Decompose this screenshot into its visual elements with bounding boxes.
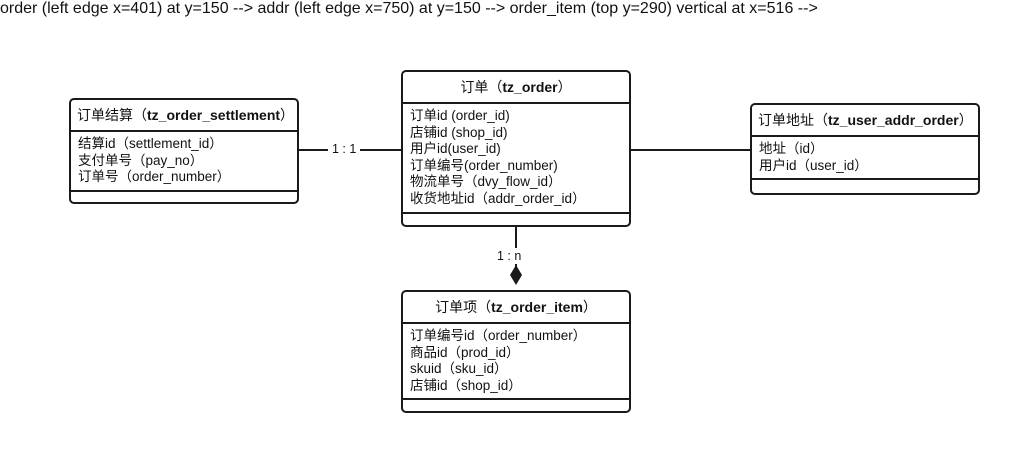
paren-open: （ [814,112,828,128]
entity-tz-order-settlement[interactable]: 订单结算（tz_order_settlement） 结算id（settlemen… [69,98,299,204]
entity-attributes-tz-order-settlement: 结算id（settlement_id） 支付单号（pay_no） 订单号（ord… [71,132,297,192]
paren-open: （ [488,79,503,95]
entity-table-name: tz_user_addr_order [828,112,959,128]
attribute-row: 订单编号(order_number) [410,157,558,173]
entity-name-cn: 订单 [460,79,489,95]
entity-tz-user-addr-order[interactable]: 订单地址（tz_user_addr_order） 地址（id） 用户id（use… [750,103,980,195]
paren-close: ） [557,79,572,95]
attribute-row: 支付单号（pay_no） [78,152,204,168]
attribute-row: 店铺id（shop_id） [410,377,522,393]
attribute-row: 店铺id (shop_id) [410,124,508,140]
connector-order-addr [631,149,751,151]
entity-name-cn: 订单地址 [758,112,814,128]
paren-open: （ [133,107,147,123]
attribute-row: 用户id(user_id) [410,141,501,157]
entity-header-tz-user-addr-order: 订单地址（tz_user_addr_order） [752,105,978,137]
attribute-row: 结算id（settlement_id） [78,136,223,151]
attribute-row: 收货地址id（addr_order_id） [410,190,586,206]
entity-table-name: tz_order_item [491,299,583,315]
entity-table-name: tz_order [502,79,558,95]
attribute-row: 订单id (order_id) [410,108,510,123]
entity-name-cn: 订单结算 [77,107,133,123]
entity-attributes-tz-order: 订单id (order_id) 店铺id (shop_id) 用户id(user… [403,104,629,214]
attribute-row: 商品id（prod_id） [410,344,520,360]
entity-table-name: tz_order_settlement [147,107,281,123]
entity-name-cn: 订单项 [435,299,478,315]
attribute-row: 订单号（order_number） [78,169,231,185]
attribute-row: skuid（sku_id） [410,361,508,377]
entity-attributes-tz-order-item: 订单编号id（order_number） 商品id（prod_id） skuid… [403,324,629,401]
entity-attributes-tz-user-addr-order: 地址（id） 用户id（user_id） [752,137,978,181]
entity-header-tz-order-settlement: 订单结算（tz_order_settlement） [71,100,297,132]
paren-close: ） [958,112,973,128]
entity-tz-order[interactable]: 订单（tz_order） 订单id (order_id) 店铺id (shop_… [401,70,631,227]
attribute-row: 物流单号（dvy_flow_id） [410,174,562,190]
connector-label-order-item: 1 : n [493,248,526,264]
entity-tz-order-item[interactable]: 订单项（tz_order_item） 订单编号id（order_number） … [401,290,631,413]
paren-close: ） [280,107,295,123]
attribute-row: 订单编号id（order_number） [410,328,587,343]
paren-close: ） [582,299,597,315]
paren-open: （ [477,299,492,315]
entity-header-tz-order: 订单（tz_order） [403,72,629,104]
attribute-row: 地址（id） [759,141,824,156]
attribute-row: 用户id（user_id） [759,157,868,173]
entity-header-tz-order-item: 订单项（tz_order_item） [403,292,629,324]
connector-label-settlement-order: 1 : 1 [328,141,361,157]
